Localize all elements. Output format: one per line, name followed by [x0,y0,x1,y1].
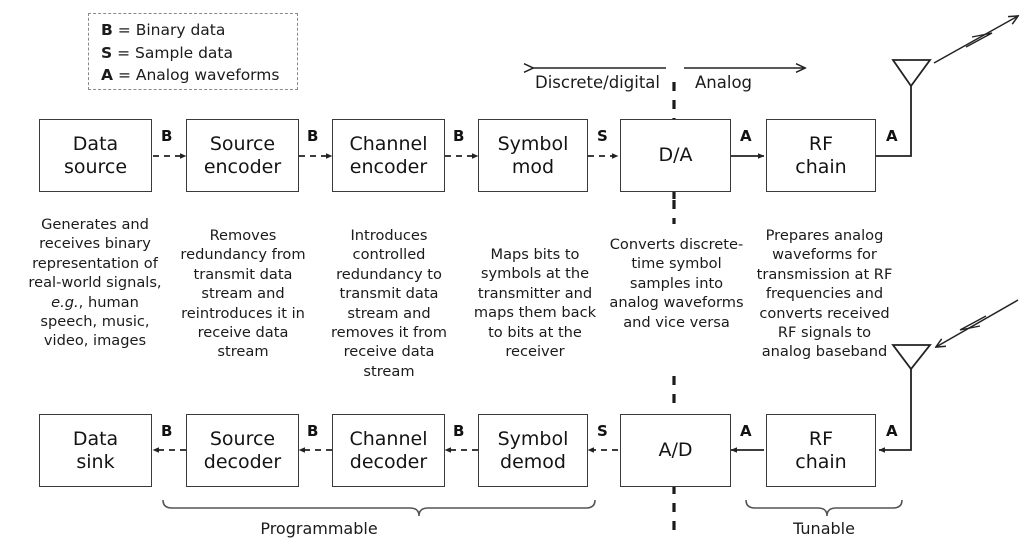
signal-label-s-tx: S [597,127,608,145]
brace-programmable [162,499,596,517]
block-channel-encoder[interactable]: Channel encoder [332,119,445,192]
block-source-decoder[interactable]: Source decoder [186,414,299,487]
signal-label-a-rx: A [740,422,752,440]
block-label-line1: RF [808,132,834,155]
block-label-line1: Channel [349,132,428,155]
block-data-sink[interactable]: Data sink [39,414,152,487]
signal-label-a-tx: A [740,127,752,145]
block-dac[interactable]: D/A [620,119,731,192]
brace-label-programmable: Programmable [260,519,378,538]
block-channel-decoder[interactable]: Channel decoder [332,414,445,487]
legend-item: B = Binary data [101,19,287,42]
block-label-line1: Symbol [497,132,569,155]
caption-dac: Converts discrete-time symbol samples in… [609,236,744,331]
legend-key-b: B [101,21,113,39]
legend-item: S = Sample data [101,42,287,65]
block-label-line2: mod [511,155,555,178]
block-label-line1: D/A [658,144,693,166]
signal-label-b1-tx: B [161,127,173,145]
caption-symbol-mod: Maps bits to symbols at the transmitter … [473,246,597,361]
block-label-line1: Channel [349,427,428,450]
block-label-line1: Data [72,427,119,450]
legend-box: B = Binary data S = Sample data A = Anal… [88,13,298,90]
block-label-line2: decoder [203,450,282,473]
caption-channel-encoder: Introduces controlled redundancy to tran… [330,227,448,380]
block-label-line2: source [63,155,128,178]
rx-antenna [878,344,932,453]
block-label-line2: encoder [349,155,428,178]
signal-label-b3-rx: B [453,422,465,440]
block-label-line2: sink [76,450,115,473]
block-label-line2: decoder [349,450,428,473]
rx-radiation-arrow [936,299,1019,347]
block-data-source[interactable]: Data source [39,119,152,192]
block-rf-chain-tx[interactable]: RF chain [766,119,876,192]
block-label-line1: A/D [658,439,693,461]
block-label-line2: encoder [203,155,282,178]
block-label-line1: RF [808,427,834,450]
block-source-encoder[interactable]: Source encoder [186,119,299,192]
block-label-line2: chain [795,450,847,473]
block-rf-chain-rx[interactable]: RF chain [766,414,876,487]
legend-item: A = Analog waveforms [101,64,287,87]
signal-label-b2-rx: B [307,422,319,440]
legend-text-a: Analog waveforms [135,66,280,84]
legend-eq: = [117,21,131,39]
legend-text-b: Binary data [135,21,226,39]
signal-label-b2-tx: B [307,127,319,145]
block-adc[interactable]: A/D [620,414,731,487]
signal-label-b1-rx: B [161,422,173,440]
block-label-line2: demod [500,450,566,473]
caption-data-source: Generates and receives binary representa… [28,216,162,350]
signal-label-b3-tx: B [453,127,465,145]
signal-label-a-antenna-rx: A [886,422,898,440]
legend-key-s: S [101,43,113,62]
caption-rf-chain: Prepares analog waveforms for transmissi… [756,227,893,361]
block-symbol-demod[interactable]: Symbol demod [478,414,588,487]
legend-text-s: Sample data [135,43,234,62]
tx-antenna [876,59,932,157]
brace-label-tunable: Tunable [793,519,855,538]
signal-label-s-rx: S [597,422,608,440]
legend-eq: = [117,43,131,62]
brace-tunable [745,499,903,517]
axis-label-discrete-digital: Discrete/digital [535,73,660,92]
axis-label-analog: Analog [695,73,753,92]
caption-source-encoder: Removes redundancy from transmit data st… [180,227,306,361]
block-label-line2: chain [795,155,847,178]
block-symbol-mod[interactable]: Symbol mod [478,119,588,192]
legend-eq: = [117,66,131,84]
signal-label-a-antenna-tx: A [886,127,898,145]
block-label-line1: Symbol [497,427,569,450]
block-label-line1: Source [209,427,276,450]
block-label-line1: Data [72,132,119,155]
tx-radiation-arrow [933,16,1018,64]
block-label-line1: Source [209,132,276,155]
legend-key-a: A [101,66,113,84]
